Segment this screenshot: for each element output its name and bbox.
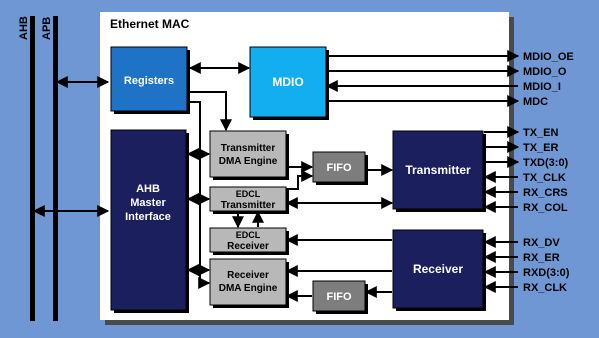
edcl-tx-label-line2: Transmitter bbox=[221, 200, 276, 211]
ahb-master-label-line3: Interface bbox=[125, 211, 171, 223]
tx-fifo-block: FIFO bbox=[312, 151, 368, 185]
signal-rx-clk: RX_CLK bbox=[523, 282, 567, 294]
ahb-master-interface-block: AHB Master Interface bbox=[110, 129, 189, 313]
ahb-bus-label: AHB bbox=[18, 16, 30, 40]
registers-label: Registers bbox=[124, 75, 174, 87]
receiver-block: Receiver bbox=[392, 229, 486, 311]
rx-dma-label-line2: DMA Engine bbox=[219, 283, 278, 294]
transmitter-block: Transmitter bbox=[392, 130, 486, 212]
registers-to-rx-dma-line bbox=[190, 101, 211, 289]
edcl-rx-label-line2: Receiver bbox=[227, 241, 269, 252]
signal-txd: TXD(3:0) bbox=[523, 157, 569, 169]
tx-dma-engine-block: Transmitter DMA Engine bbox=[209, 130, 289, 180]
ahb-master-label-line1: AHB bbox=[136, 183, 160, 195]
tx-dma-label-line2: DMA Engine bbox=[219, 156, 278, 167]
rx-dma-label-line1: Receiver bbox=[227, 270, 269, 281]
transmitter-label: Transmitter bbox=[405, 163, 471, 177]
rx-fifo-block: FIFO bbox=[312, 280, 368, 314]
edcl-transmitter-block: EDCL Transmitter bbox=[209, 186, 289, 214]
signal-rx-crs: RX_CRS bbox=[523, 187, 568, 199]
signal-mdio-o: MDIO_O bbox=[523, 66, 567, 78]
mac-title: Ethernet MAC bbox=[110, 17, 190, 31]
apb-bus-label: APB bbox=[41, 17, 53, 40]
edcl-tx-to-fifo-line bbox=[286, 170, 314, 190]
ahb-bus-line bbox=[30, 16, 35, 321]
edcl-rx-label-line1: EDCL bbox=[236, 230, 261, 240]
receiver-label: Receiver bbox=[413, 262, 463, 276]
signal-mdc: MDC bbox=[523, 96, 548, 108]
signal-tx-en: TX_EN bbox=[523, 127, 559, 139]
registers-block: Registers bbox=[110, 46, 190, 114]
signal-mdio-i: MDIO_I bbox=[523, 81, 561, 93]
registers-to-tx-dma-line bbox=[190, 91, 232, 132]
signal-rxd: RXD(3:0) bbox=[523, 267, 570, 279]
rx-dma-engine-block: Receiver DMA Engine bbox=[209, 258, 289, 308]
tx-fifo-label: FIFO bbox=[326, 162, 351, 174]
mdio-block: MDIO bbox=[249, 46, 329, 120]
ahb-master-label-line2: Master bbox=[130, 197, 166, 209]
edcl-receiver-block: EDCL Receiver bbox=[209, 227, 289, 255]
signal-rx-er: RX_ER bbox=[523, 252, 560, 264]
apb-bus-line bbox=[53, 16, 58, 321]
edcl-tx-label-line1: EDCL bbox=[236, 189, 261, 199]
mdio-label: MDIO bbox=[272, 75, 303, 89]
signal-rx-dv: RX_DV bbox=[523, 237, 560, 249]
signal-mdio-oe: MDIO_OE bbox=[523, 51, 574, 63]
tx-dma-label-line1: Transmitter bbox=[221, 143, 276, 154]
signal-rx-col: RX_COL bbox=[523, 202, 568, 214]
rx-fifo-label: FIFO bbox=[326, 291, 351, 303]
signal-tx-er: TX_ER bbox=[523, 142, 559, 154]
signal-tx-clk: TX_CLK bbox=[523, 172, 566, 184]
